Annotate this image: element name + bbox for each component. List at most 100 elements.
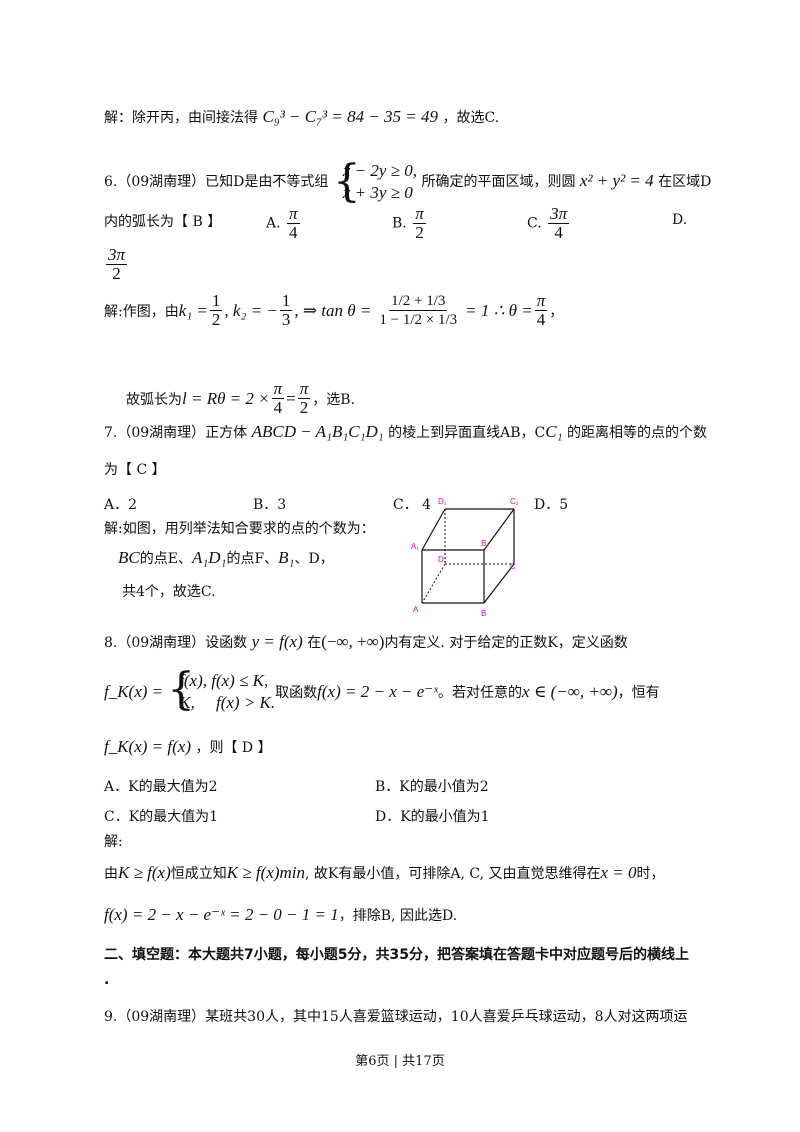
text: 共4个，故选C. [122, 584, 216, 600]
math: f_K(x) = [104, 682, 164, 701]
numerator: 3π [548, 204, 570, 224]
question-6-line2: 内的弧长为【 B 】 [104, 212, 221, 232]
math: B₁ [278, 548, 295, 567]
math: C₁ [545, 422, 563, 441]
math: = 1 ∴ θ = [465, 300, 533, 320]
text: B．3 [253, 497, 287, 513]
text: 的点F、 [226, 551, 279, 567]
denominator: 3 [281, 310, 291, 329]
q8-option-b: B．K的最小值为2 [375, 776, 489, 796]
question-7-line2: 为【 C 】 [104, 460, 166, 480]
section-2-heading: 二、填空题：本大题共7小题，每小题5分，共35分，把答案填在答题卡中对应题号后的… [104, 945, 689, 965]
math: x = 0 [600, 863, 637, 882]
text: ， [549, 303, 564, 320]
option-label: D. [672, 212, 688, 228]
question-9-line1: 9.（09湖南理）某班共30人，其中15人喜爱篮球运动，10人喜爱乒乓球运动，8… [104, 1007, 688, 1027]
section-2-heading-dot: . [104, 970, 109, 990]
denominator: 2 [211, 310, 221, 329]
text: 由 [104, 866, 118, 882]
big-fraction: 1/2 + 1/3 1 − 1/2 × 1/3 [377, 292, 459, 329]
text: 6.（09湖南理）已知D是由不等式组 [104, 174, 329, 190]
solution-5-line: 解：除开丙，由间接法得 C₉³ − C₇³ = 84 − 35 = 49 ，故选… [104, 107, 499, 128]
label-a: A [413, 605, 419, 614]
text: C． 4 [393, 497, 432, 513]
text: D．K的最小值为1 [375, 809, 490, 825]
text: . [104, 972, 110, 988]
text: 9.（09湖南理）某班共30人，其中15人喜爱篮球运动，10人喜爱乒乓球运动，8… [104, 1009, 688, 1025]
text: 解:作图，由 [104, 303, 179, 320]
edge [483, 508, 515, 551]
math: f(x) = 2 − x − e⁻ˣ = 2 − 0 − 1 = 1 [104, 905, 339, 924]
math: ABCD − A₁B₁C₁D₁ [251, 422, 384, 441]
math: = [286, 388, 296, 408]
text: 在 [307, 635, 322, 651]
label-c1: C₁ [510, 497, 519, 506]
inequality-2: x + 3y ≥ 0 [342, 183, 413, 202]
text: ，选B. [312, 391, 356, 408]
text: 。若对任意的 [438, 685, 523, 701]
math: , k₂ = − [224, 300, 278, 320]
denominator: 2 [299, 398, 309, 417]
math: k₁ = [178, 300, 208, 320]
q8-option-c: C．K的最大值为1 [104, 806, 218, 826]
text: C．K的最大值为1 [104, 809, 219, 825]
question-7-line1: 7.（09湖南理）正方体 ABCD − A₁B₁C₁D₁ 的棱上到异面直线AB，… [104, 422, 707, 443]
denominator: 4 [554, 223, 563, 242]
text: 、D， [294, 551, 334, 567]
label-c: C [510, 562, 516, 571]
numerator: π [413, 204, 426, 224]
math: (−∞, +∞) [321, 632, 385, 651]
text: 二、填空题：本大题共7小题，每小题5分，共35分，把答案填在答题卡中对应题号后的… [104, 947, 689, 963]
edge [483, 563, 515, 604]
question-8-line3: f_K(x) = f(x) ，则【 D 】 [104, 737, 272, 758]
solution-8-head: 解: [104, 832, 123, 852]
q8-option-d: D．K的最小值为1 [375, 806, 490, 826]
text: A．2 [104, 497, 138, 513]
text: B．K的最小值为2 [375, 779, 489, 795]
q7-option-d: D．5 [534, 494, 568, 514]
q8-option-a: A．K的最大值为2 [104, 776, 217, 796]
q7-option-c: C． 4 [393, 494, 431, 514]
numerator: 1 [279, 291, 293, 311]
edge [421, 508, 446, 551]
math: f(x) = 2 − x − e⁻ˣ [317, 682, 439, 701]
text: 解: [104, 834, 123, 850]
option-label: C. [527, 215, 542, 232]
solution-7-line3: 共4个，故选C. [122, 582, 216, 602]
text: 解:如图，用列举法知合要求的点的个数为： [104, 521, 375, 537]
circle-equation: x² + y² = 4 [579, 171, 654, 190]
inequality-1: x − 2y ≥ 0, [342, 161, 418, 180]
text: 恒成立知 [170, 866, 227, 882]
numerator: π [534, 291, 548, 311]
text: 的点E、 [139, 551, 192, 567]
label-b: B [481, 609, 486, 618]
solution-7-line2: BC的点E、A₁D₁的点F、B₁、D， [118, 548, 334, 569]
math: K ≥ f(x) [118, 863, 171, 882]
solution-8-line2: f(x) = 2 − x − e⁻ˣ = 2 − 0 − 1 = 1，排除B, … [104, 905, 457, 926]
option-label: A. [266, 215, 281, 232]
text: 7.（09湖南理）正方体 [104, 425, 248, 441]
solution-7-line1: 解:如图，用列举法知合要求的点的个数为： [104, 519, 375, 539]
text: 故弧长为 [126, 391, 182, 408]
question-8-line1: 8.（09湖南理）设函数 y = f(x) 在(−∞, +∞)内有定义. 对于给… [104, 632, 628, 653]
text: , 故K有最小值，可排除A, C, 又由直觉思维得在 [305, 866, 601, 882]
question-8-line2: f_K(x) = { f(x), f(x) ≤ K, K, f(x) > K. … [104, 666, 660, 714]
question-6-line1: 6.（09湖南理）已知D是由不等式组 { x − 2y ≥ 0, x + 3y … [104, 158, 711, 206]
math: A₁D₁ [191, 548, 227, 567]
denominator: 4 [289, 223, 298, 242]
label-b1: B₁ [481, 539, 489, 548]
case-2: K, f(x) > K. [179, 693, 276, 712]
math: K ≥ f(x)min [226, 863, 306, 882]
math-expression: C₉³ − C₇³ = 84 − 35 = 49 [262, 107, 439, 126]
label-a1: A₁ [411, 542, 419, 551]
